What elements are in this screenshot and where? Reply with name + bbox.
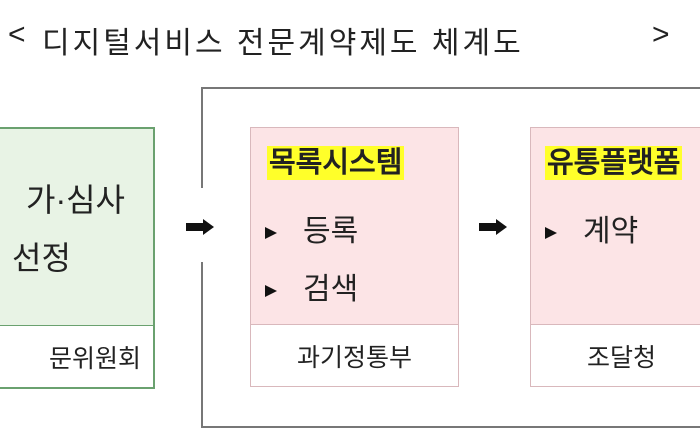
title-text: 디지털서비스 전문계약제도 체계도: [42, 27, 524, 60]
title-open-bracket: <: [8, 18, 29, 51]
committee-box: 가·심사 선정 문위원회: [0, 127, 155, 389]
distribution-platform-heading: 유통플랫폼: [545, 146, 683, 180]
title-close-bracket: >: [652, 18, 673, 51]
bullet-triangle-icon: [545, 227, 557, 240]
list-item: 등록: [265, 206, 358, 250]
list-item: 검색: [265, 264, 358, 308]
bullet-triangle-icon: [265, 285, 277, 298]
arrow-right-icon: [479, 219, 507, 235]
catalog-system-footer: 과기정통부: [251, 324, 458, 386]
catalog-system-box: 목록시스템 등록 검색 과기정통부: [250, 127, 459, 387]
distribution-platform-footer: 조달청: [531, 324, 700, 386]
catalog-system-heading: 목록시스템: [267, 146, 405, 180]
arrow-right-icon: [186, 219, 214, 235]
committee-line1: 가·심사: [26, 182, 125, 218]
distribution-platform-box: 유통플랫폼 계약 조달청: [530, 127, 700, 387]
committee-footer: 문위원회: [0, 325, 153, 387]
list-item: 계약: [545, 206, 638, 250]
committee-line2: 선정: [12, 240, 71, 276]
bullet-triangle-icon: [265, 227, 277, 240]
